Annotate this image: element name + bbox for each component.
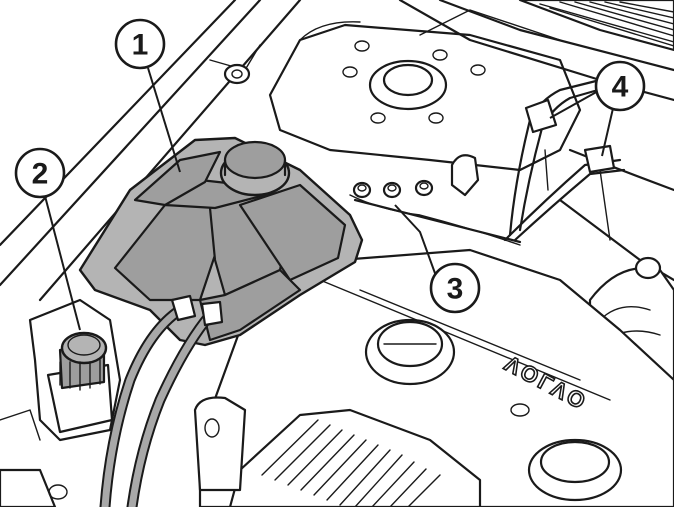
wiring-harness [503, 78, 626, 242]
coolant-hoses [99, 294, 224, 507]
callout-1: 1 [114, 18, 166, 70]
filler-cap-lower [527, 438, 623, 502]
power-steering-reservoir [28, 298, 122, 442]
bracket-lower-left [0, 396, 247, 507]
strut-tower [268, 9, 582, 172]
mounting-studs [349, 154, 522, 246]
air-filter-housing [228, 408, 482, 507]
callout-2: 2 [14, 147, 66, 199]
callout-4: 4 [594, 60, 646, 112]
leader-lines [44, 67, 615, 331]
callout-3-label: 3 [447, 273, 464, 306]
coolant-expansion-tank [78, 136, 364, 347]
callout-3: 3 [429, 262, 481, 314]
callout-4-label: 4 [612, 71, 629, 104]
callout-2-label: 2 [32, 158, 49, 191]
callout-1-label: 1 [132, 29, 149, 62]
fender-edge [0, 0, 302, 302]
